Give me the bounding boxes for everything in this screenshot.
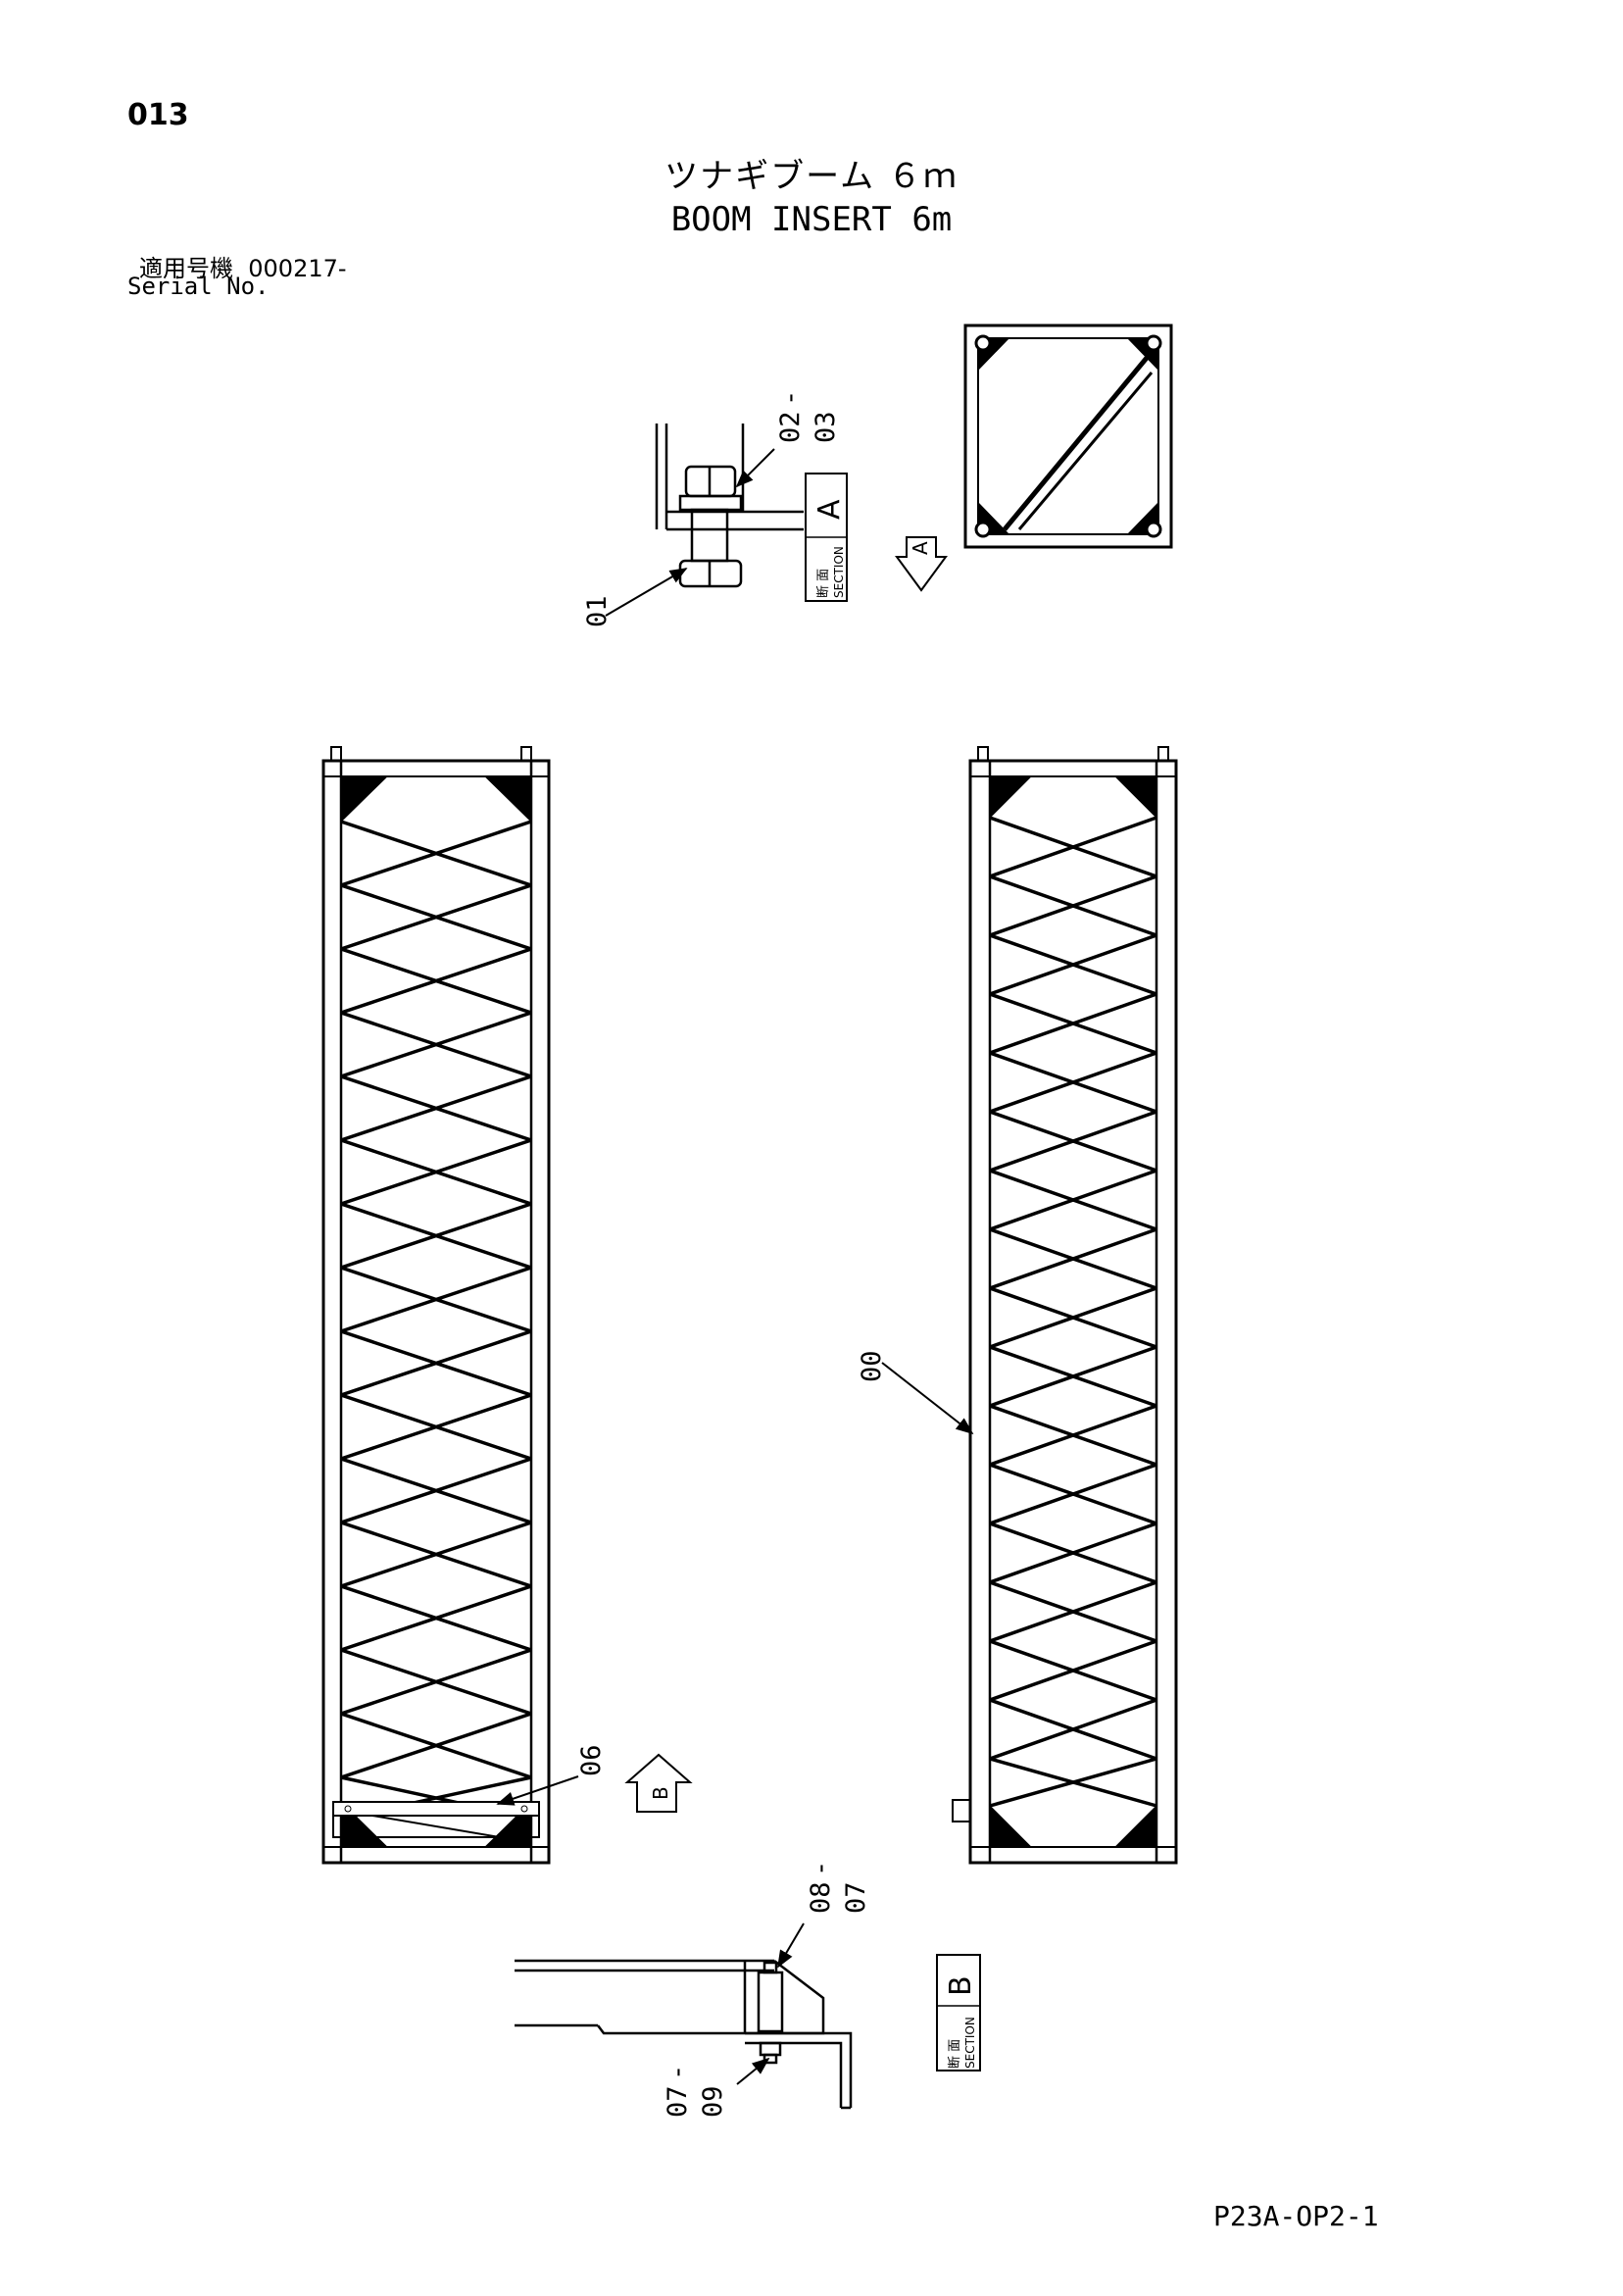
svg-text:B: B [944,1975,978,1996]
svg-text:09: 09 [698,2085,728,2118]
document-code: P23A-OP2-1 [1213,2200,1379,2232]
callout-01: 01 [582,595,613,627]
page-number: 013 [127,98,189,132]
title-japanese: ツナギブーム ６ｍ [664,157,959,196]
callout-00: 00 [857,1350,887,1382]
lacing-left [340,820,532,1821]
callout-02-03: 02 - 03 [775,390,841,443]
svg-text:断 面: 断 面 [948,2039,962,2069]
svg-text:07: 07 [841,1881,871,1914]
boom-side-view-left [321,746,551,1865]
svg-text:03: 03 [811,411,841,443]
svg-text:SECTION: SECTION [963,2017,977,2069]
svg-text:08: 08 [806,1881,836,1914]
callout-08-07: 08 - 07 [806,1861,871,1914]
callout-leader-00 [881,1362,974,1435]
serial-label-en: Serial No. [127,273,270,300]
svg-text:A: A [812,499,847,520]
section-a-label: 断 面 SECTION A [805,473,848,602]
section-b-detail [515,1959,853,2110]
svg-text:01: 01 [582,595,613,627]
boom-end-view [963,324,1173,549]
svg-text:-: - [806,1861,836,1876]
callout-leader-09 [736,2057,770,2085]
svg-text:断 面: 断 面 [816,569,831,598]
svg-text:06: 06 [576,1744,607,1776]
svg-text:02: 02 [775,411,806,443]
boom-side-view-right [952,746,1178,1865]
callout-07-09: 07 - 09 [663,2065,728,2118]
svg-text:B: B [649,1786,672,1800]
callout-leader-06 [496,1775,579,1806]
callout-06: 06 [576,1744,607,1776]
lacing-right [989,816,1157,1808]
title-english: BOOM INSERT 6m [670,200,953,239]
serial-value: 000217- [248,255,347,282]
svg-text:07: 07 [663,2085,693,2118]
svg-text:SECTION: SECTION [832,546,846,598]
svg-text:00: 00 [857,1350,887,1382]
section-b-view-arrow: B [624,1753,693,1813]
section-b-label: 断 面 SECTION B [936,1954,981,2071]
callout-leader-01 [605,568,688,617]
section-a-view-arrow: A [895,536,948,592]
svg-text:-: - [775,390,806,406]
callout-leader-02 [735,448,775,488]
serial-line: 適用号機 000217- [139,249,347,283]
section-a-bolt-detail [655,424,804,588]
svg-text:-: - [663,2065,693,2080]
callout-leader-08 [777,1922,805,1969]
serial-label-jp: 適用号機 [139,255,233,282]
svg-text:A: A [909,541,932,555]
